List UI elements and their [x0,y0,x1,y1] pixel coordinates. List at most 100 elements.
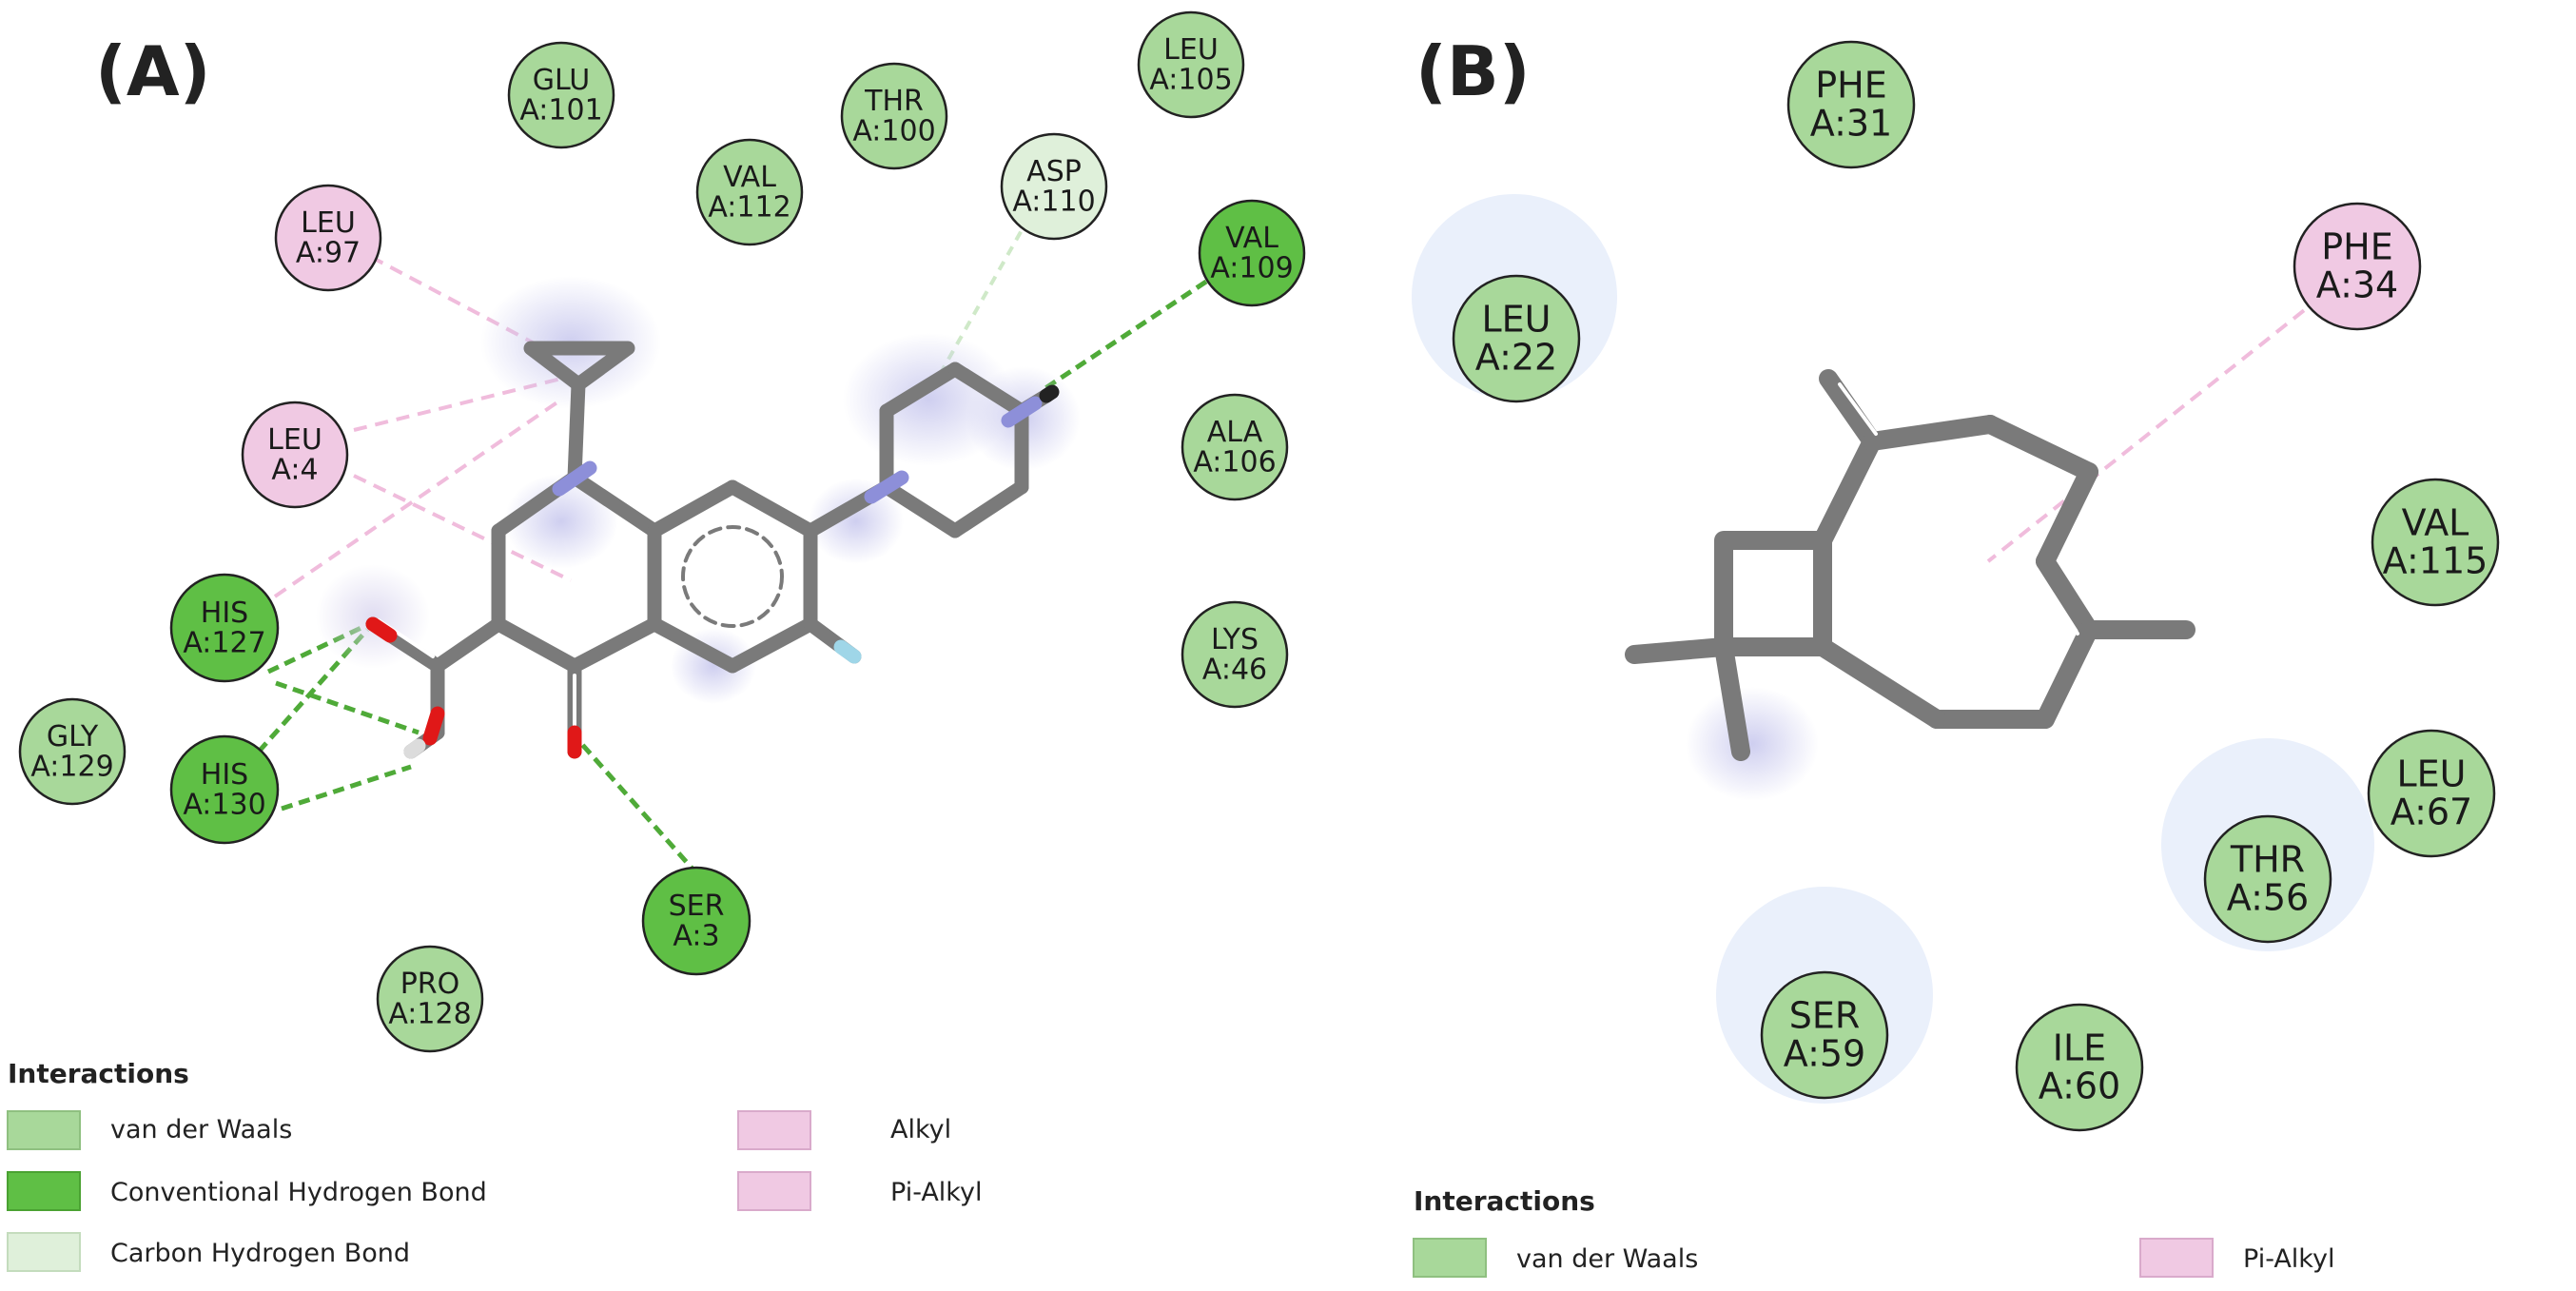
residue-name: VAL [2402,501,2469,543]
alkyl-line-his127 [255,398,563,611]
legend-a-conv-hbond: Conventional Hydrogen Bond [110,1178,487,1207]
residue-name: SER [1789,994,1861,1036]
residue-name: LEU [2397,753,2467,794]
residue-name: PHE [1815,64,1887,106]
residue-name: HIS [201,758,248,792]
legend-panel-a: Interactions van der Waals Conventional … [7,1058,982,1272]
legend-a-swatch-alkyl [737,1110,811,1150]
residue-id: A:115 [2383,539,2488,581]
residue-name: ASP [1026,155,1082,188]
legend-panel-b: Interactions van der Waals Pi-Alkyl [1413,1185,2334,1278]
residue-name: PHE [2321,225,2393,267]
legend-b-vdw: van der Waals [1516,1244,1698,1274]
residue-id: A:101 [519,94,602,127]
panel-b-label: (B) [1415,31,1531,111]
residue-id: A:110 [1012,186,1095,219]
residue-circle [840,62,948,170]
residue-id: A:46 [1202,654,1267,687]
residue-circle [241,401,349,509]
hbond-line-his130-oh [281,764,412,812]
residue-id: A:31 [1810,102,1892,144]
residue-id: A:3 [673,920,719,953]
molecule-b-double-bonds [1838,382,2079,636]
residue-id: A:109 [1210,252,1293,285]
residue-name: VAL [723,161,776,194]
residue-id: A:129 [30,751,113,784]
legend-a-alkyl: Alkyl [890,1115,951,1144]
legend-a-pi-alkyl: Pi-Alkyl [890,1178,982,1207]
residue-name: ALA [1207,416,1263,449]
residue-name: VAL [1225,222,1278,255]
residue-name: LEU [301,206,356,240]
residue-id: A:128 [388,998,471,1031]
molecule-b [1625,369,2195,801]
residue-name: SER [669,890,725,923]
panel-a-label: (A) [95,31,211,111]
hbond-line-val109 [1041,279,1208,393]
residue-circle [2015,1003,2144,1132]
residue-circle [1786,40,1916,169]
residue-name: THR [864,85,924,118]
residue-circle [2367,729,2496,858]
legend-a-swatch-carbon-hbond [7,1232,81,1272]
residue-circle [18,697,127,806]
residue-id: A:59 [1784,1032,1865,1074]
residue-name: THR [2230,838,2305,880]
molecule-a [316,276,1081,759]
legend-b-swatch-pi-alkyl [2139,1238,2214,1278]
residue-id: A:4 [271,454,318,487]
residue-circle [2371,478,2500,607]
residue-name: PRO [400,968,460,1001]
residue-circle [2293,202,2422,331]
residue-circle [1760,970,1889,1100]
residue-id: A:130 [183,789,265,822]
residue-name: GLY [47,720,99,753]
residue-circle [376,945,484,1053]
residue-id: A:97 [296,237,361,270]
pi-alkyl-line-phe34 [1986,295,2323,563]
residue-name: ILE [2053,1027,2106,1068]
residue-id: A:100 [852,115,935,148]
residue-id: A:112 [708,191,790,225]
panel-b-interaction-lines [1986,295,2323,563]
residue-circle [169,734,280,845]
residue-id: A:60 [2039,1065,2120,1106]
residue-name: LYS [1211,623,1259,656]
residue-circle [2203,814,2332,944]
residue-name: LEU [267,423,322,457]
residue-id: A:67 [2391,791,2472,832]
legend-b-swatch-vdw [1413,1238,1487,1278]
legend-a-vdw: van der Waals [110,1115,292,1144]
residue-circle [274,184,382,292]
carbon-hbond-line-asp110 [940,216,1031,372]
residue-circle [695,138,804,246]
residue-circle [507,41,615,149]
hbond-line-his127-oh [275,680,420,735]
residue-id: A:22 [1475,336,1557,378]
alkyl-line-leu97 [370,255,534,344]
hbond-line-ser3 [576,738,700,877]
panel-a-interaction-lines [255,216,1208,877]
legend-b-title: Interactions [1414,1185,1595,1217]
residue-id: A:105 [1149,64,1232,97]
residue-circle [1452,274,1581,403]
